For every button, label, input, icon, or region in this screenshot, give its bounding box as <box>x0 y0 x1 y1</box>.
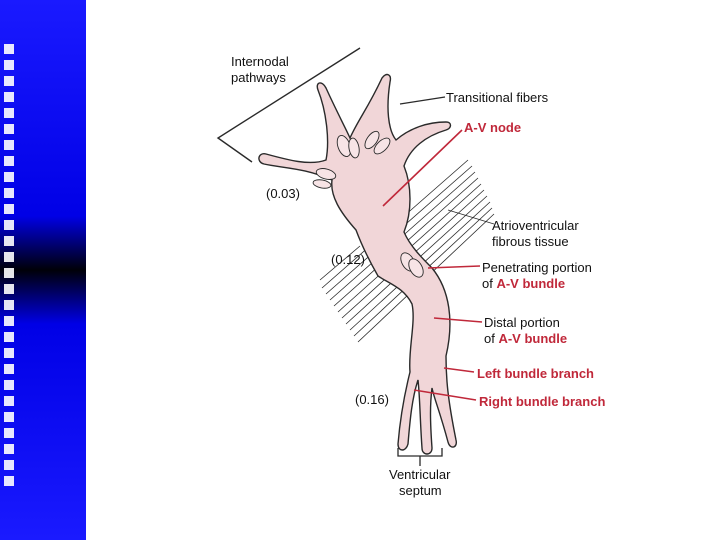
bullet-square <box>4 156 14 166</box>
label-atrio-1: Atrioventricular <box>492 218 579 233</box>
bullet-square <box>4 300 14 310</box>
label-penetrating-bundle: A-V bundle <box>496 276 566 291</box>
label-atrio-2: fibrous tissue <box>492 234 569 249</box>
bullet-square <box>4 380 14 390</box>
bullet-square <box>4 460 14 470</box>
distal-leader <box>433 317 483 323</box>
label-penetrating-2: of A-V bundle <box>482 276 565 292</box>
label-av-node: A-V node <box>464 120 522 135</box>
internodal-bracket <box>216 47 361 163</box>
bullet-square <box>4 188 14 198</box>
bullet-square <box>4 236 14 246</box>
av-node-and-bundle <box>258 73 458 455</box>
bullet-square <box>4 124 14 134</box>
bullet-squares-column <box>4 44 18 494</box>
bullet-square <box>4 316 14 326</box>
bullet-square <box>4 268 14 278</box>
bullet-square <box>4 428 14 438</box>
red-leaders <box>382 129 483 401</box>
bullet-square <box>4 172 14 182</box>
label-distal-2: of A-V bundle <box>484 331 567 347</box>
bullet-square <box>4 204 14 214</box>
label-internodal-2: pathways <box>231 70 286 85</box>
bullet-square <box>4 140 14 150</box>
bullet-square <box>4 284 14 294</box>
transitional-fiber-bundles <box>312 130 424 278</box>
right-branch-leader <box>413 389 477 401</box>
bullet-square <box>4 364 14 374</box>
bullet-square <box>4 92 14 102</box>
left-accent-bar <box>0 0 86 540</box>
label-distal-of: of <box>484 331 495 346</box>
label-penetrating-1: Penetrating portion <box>482 260 592 275</box>
bullet-square <box>4 396 14 406</box>
bullet-square <box>4 108 14 118</box>
label-value-012: (0.12) <box>331 252 365 267</box>
label-distal-bundle: A-V bundle <box>498 331 568 346</box>
bullet-square <box>4 220 14 230</box>
transitional-leader <box>399 96 446 105</box>
bullet-square <box>4 444 14 454</box>
label-septum-1: Ventricular <box>389 467 451 482</box>
bullet-square <box>4 60 14 70</box>
label-distal-1: Distal portion <box>484 315 560 330</box>
left-branch-leader <box>443 367 475 373</box>
bullet-square <box>4 348 14 358</box>
bullet-square <box>4 412 14 422</box>
av-node-leader <box>382 129 463 207</box>
penetrating-leader <box>427 265 481 269</box>
bullet-square <box>4 476 14 486</box>
label-value-016: (0.16) <box>355 392 389 407</box>
bullet-square <box>4 252 14 262</box>
label-septum-2: septum <box>399 483 442 498</box>
label-value-003: (0.03) <box>266 186 300 201</box>
bullet-square <box>4 76 14 86</box>
bullet-square <box>4 332 14 342</box>
label-left-bundle-branch: Left bundle branch <box>477 366 594 381</box>
bullet-square <box>4 44 14 54</box>
label-transitional-fibers: Transitional fibers <box>446 90 549 105</box>
label-right-bundle-branch: Right bundle branch <box>479 394 606 409</box>
label-penetrating-of: of <box>482 276 493 291</box>
label-internodal-1: Internodal <box>231 54 289 69</box>
